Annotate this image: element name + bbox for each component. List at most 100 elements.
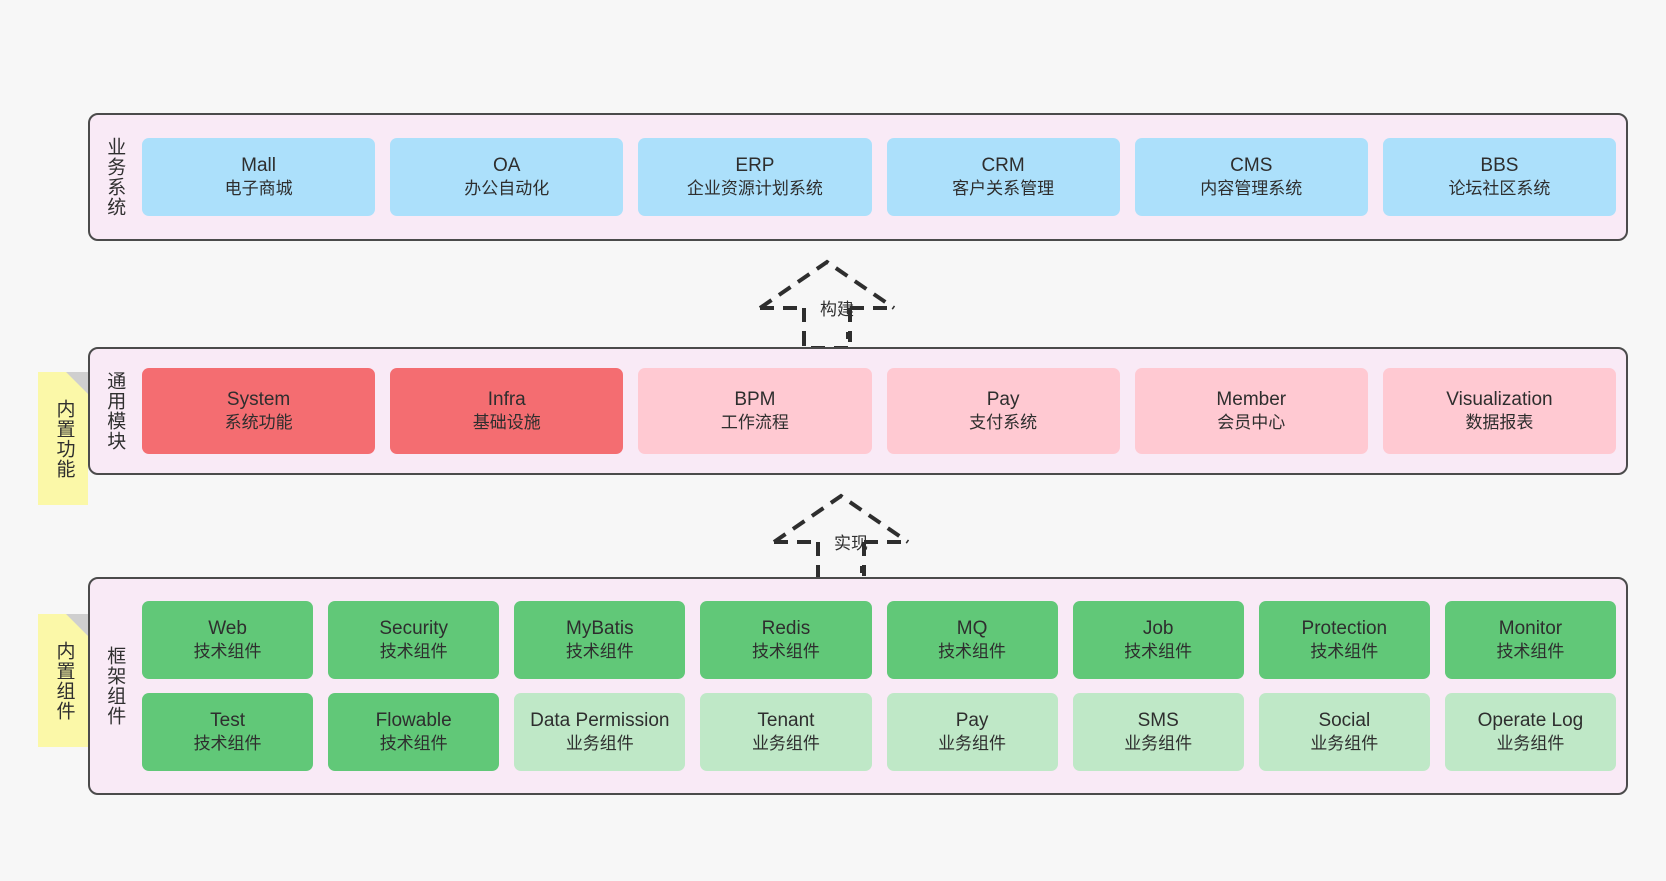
card-title-en: BBS xyxy=(1480,155,1519,177)
card-title-en: CRM xyxy=(981,155,1025,177)
card-subtitle-cn: 业务组件 xyxy=(1496,734,1565,754)
card-title-en: Tenant xyxy=(757,710,815,732)
card-subtitle-cn: 会员中心 xyxy=(1217,413,1286,433)
card-title-en: MyBatis xyxy=(566,618,634,640)
card-title-en: Job xyxy=(1142,618,1174,640)
card-title-en: OA xyxy=(493,155,521,177)
layer-common-label: 通用模块 xyxy=(104,371,126,451)
card-title-en: Mall xyxy=(241,155,276,177)
card-subtitle-cn: 技术组件 xyxy=(751,642,820,662)
arrow-build-stem-bottom xyxy=(802,332,850,350)
note-fold-corner xyxy=(66,372,88,394)
card-subtitle-cn: 业务组件 xyxy=(1310,734,1379,754)
card-subtitle-cn: 企业资源计划系统 xyxy=(686,179,823,199)
card-subtitle-cn: 基础设施 xyxy=(472,413,541,433)
card-subtitle-cn: 数据报表 xyxy=(1465,413,1534,433)
arrow-implement-label: 实现 xyxy=(834,534,868,553)
arrow-implement-stem-bottom xyxy=(816,566,864,584)
card-title-en: Pay xyxy=(955,710,989,732)
card-title-en: Data Permission xyxy=(530,710,670,732)
card-title-en: Monitor xyxy=(1498,618,1563,640)
note-builtin-features: 内置功能 xyxy=(38,372,88,505)
card-subtitle-cn: 技术组件 xyxy=(938,642,1007,662)
layer-framework-label: 框架组件 xyxy=(104,646,126,726)
card-subtitle-cn: 技术组件 xyxy=(193,734,262,754)
card-title-en: Protection xyxy=(1301,618,1388,640)
card-subtitle-cn: 内容管理系统 xyxy=(1200,179,1303,199)
card-title-en: Web xyxy=(208,618,247,640)
card-title-en: ERP xyxy=(735,155,775,177)
card-subtitle-cn: 技术组件 xyxy=(193,642,262,662)
card-title-en: System xyxy=(226,389,291,411)
card-subtitle-cn: 电子商城 xyxy=(224,179,293,199)
card-subtitle-cn: 技术组件 xyxy=(1310,642,1379,662)
card-subtitle-cn: 业务组件 xyxy=(1124,734,1193,754)
card-subtitle-cn: 技术组件 xyxy=(1496,642,1565,662)
card-title-en: MQ xyxy=(956,618,988,640)
card-title-en: Member xyxy=(1216,389,1287,411)
card-subtitle-cn: 支付系统 xyxy=(969,413,1038,433)
card-subtitle-cn: 客户关系管理 xyxy=(952,179,1055,199)
card-subtitle-cn: 办公自动化 xyxy=(464,179,550,199)
card-subtitle-cn: 技术组件 xyxy=(379,734,448,754)
card-title-en: Operate Log xyxy=(1477,710,1584,732)
card-subtitle-cn: 业务组件 xyxy=(751,734,820,754)
note-builtin-components: 内置组件 xyxy=(38,614,88,747)
card-title-en: SMS xyxy=(1137,710,1179,732)
card-subtitle-cn: 论坛社区系统 xyxy=(1448,179,1551,199)
card-subtitle-cn: 工作流程 xyxy=(720,413,789,433)
card-subtitle-cn: 业务组件 xyxy=(938,734,1007,754)
card-title-en: Flowable xyxy=(375,710,452,732)
note-builtin-components-label: 内置组件 xyxy=(53,640,75,721)
card-subtitle-cn: 系统功能 xyxy=(224,413,293,433)
card-title-en: CMS xyxy=(1230,155,1273,177)
card-subtitle-cn: 业务组件 xyxy=(565,734,634,754)
card-title-en: Security xyxy=(379,618,448,640)
card-title-en: Test xyxy=(210,710,245,732)
card-title-en: Infra xyxy=(487,389,526,411)
arrow-build-label: 构建 xyxy=(820,300,854,319)
layer-business-label: 业务系统 xyxy=(104,137,126,217)
card-subtitle-cn: 技术组件 xyxy=(565,642,634,662)
card-title-en: Visualization xyxy=(1446,389,1553,411)
note-fold-corner xyxy=(66,614,88,636)
note-builtin-features-label: 内置功能 xyxy=(53,398,75,479)
